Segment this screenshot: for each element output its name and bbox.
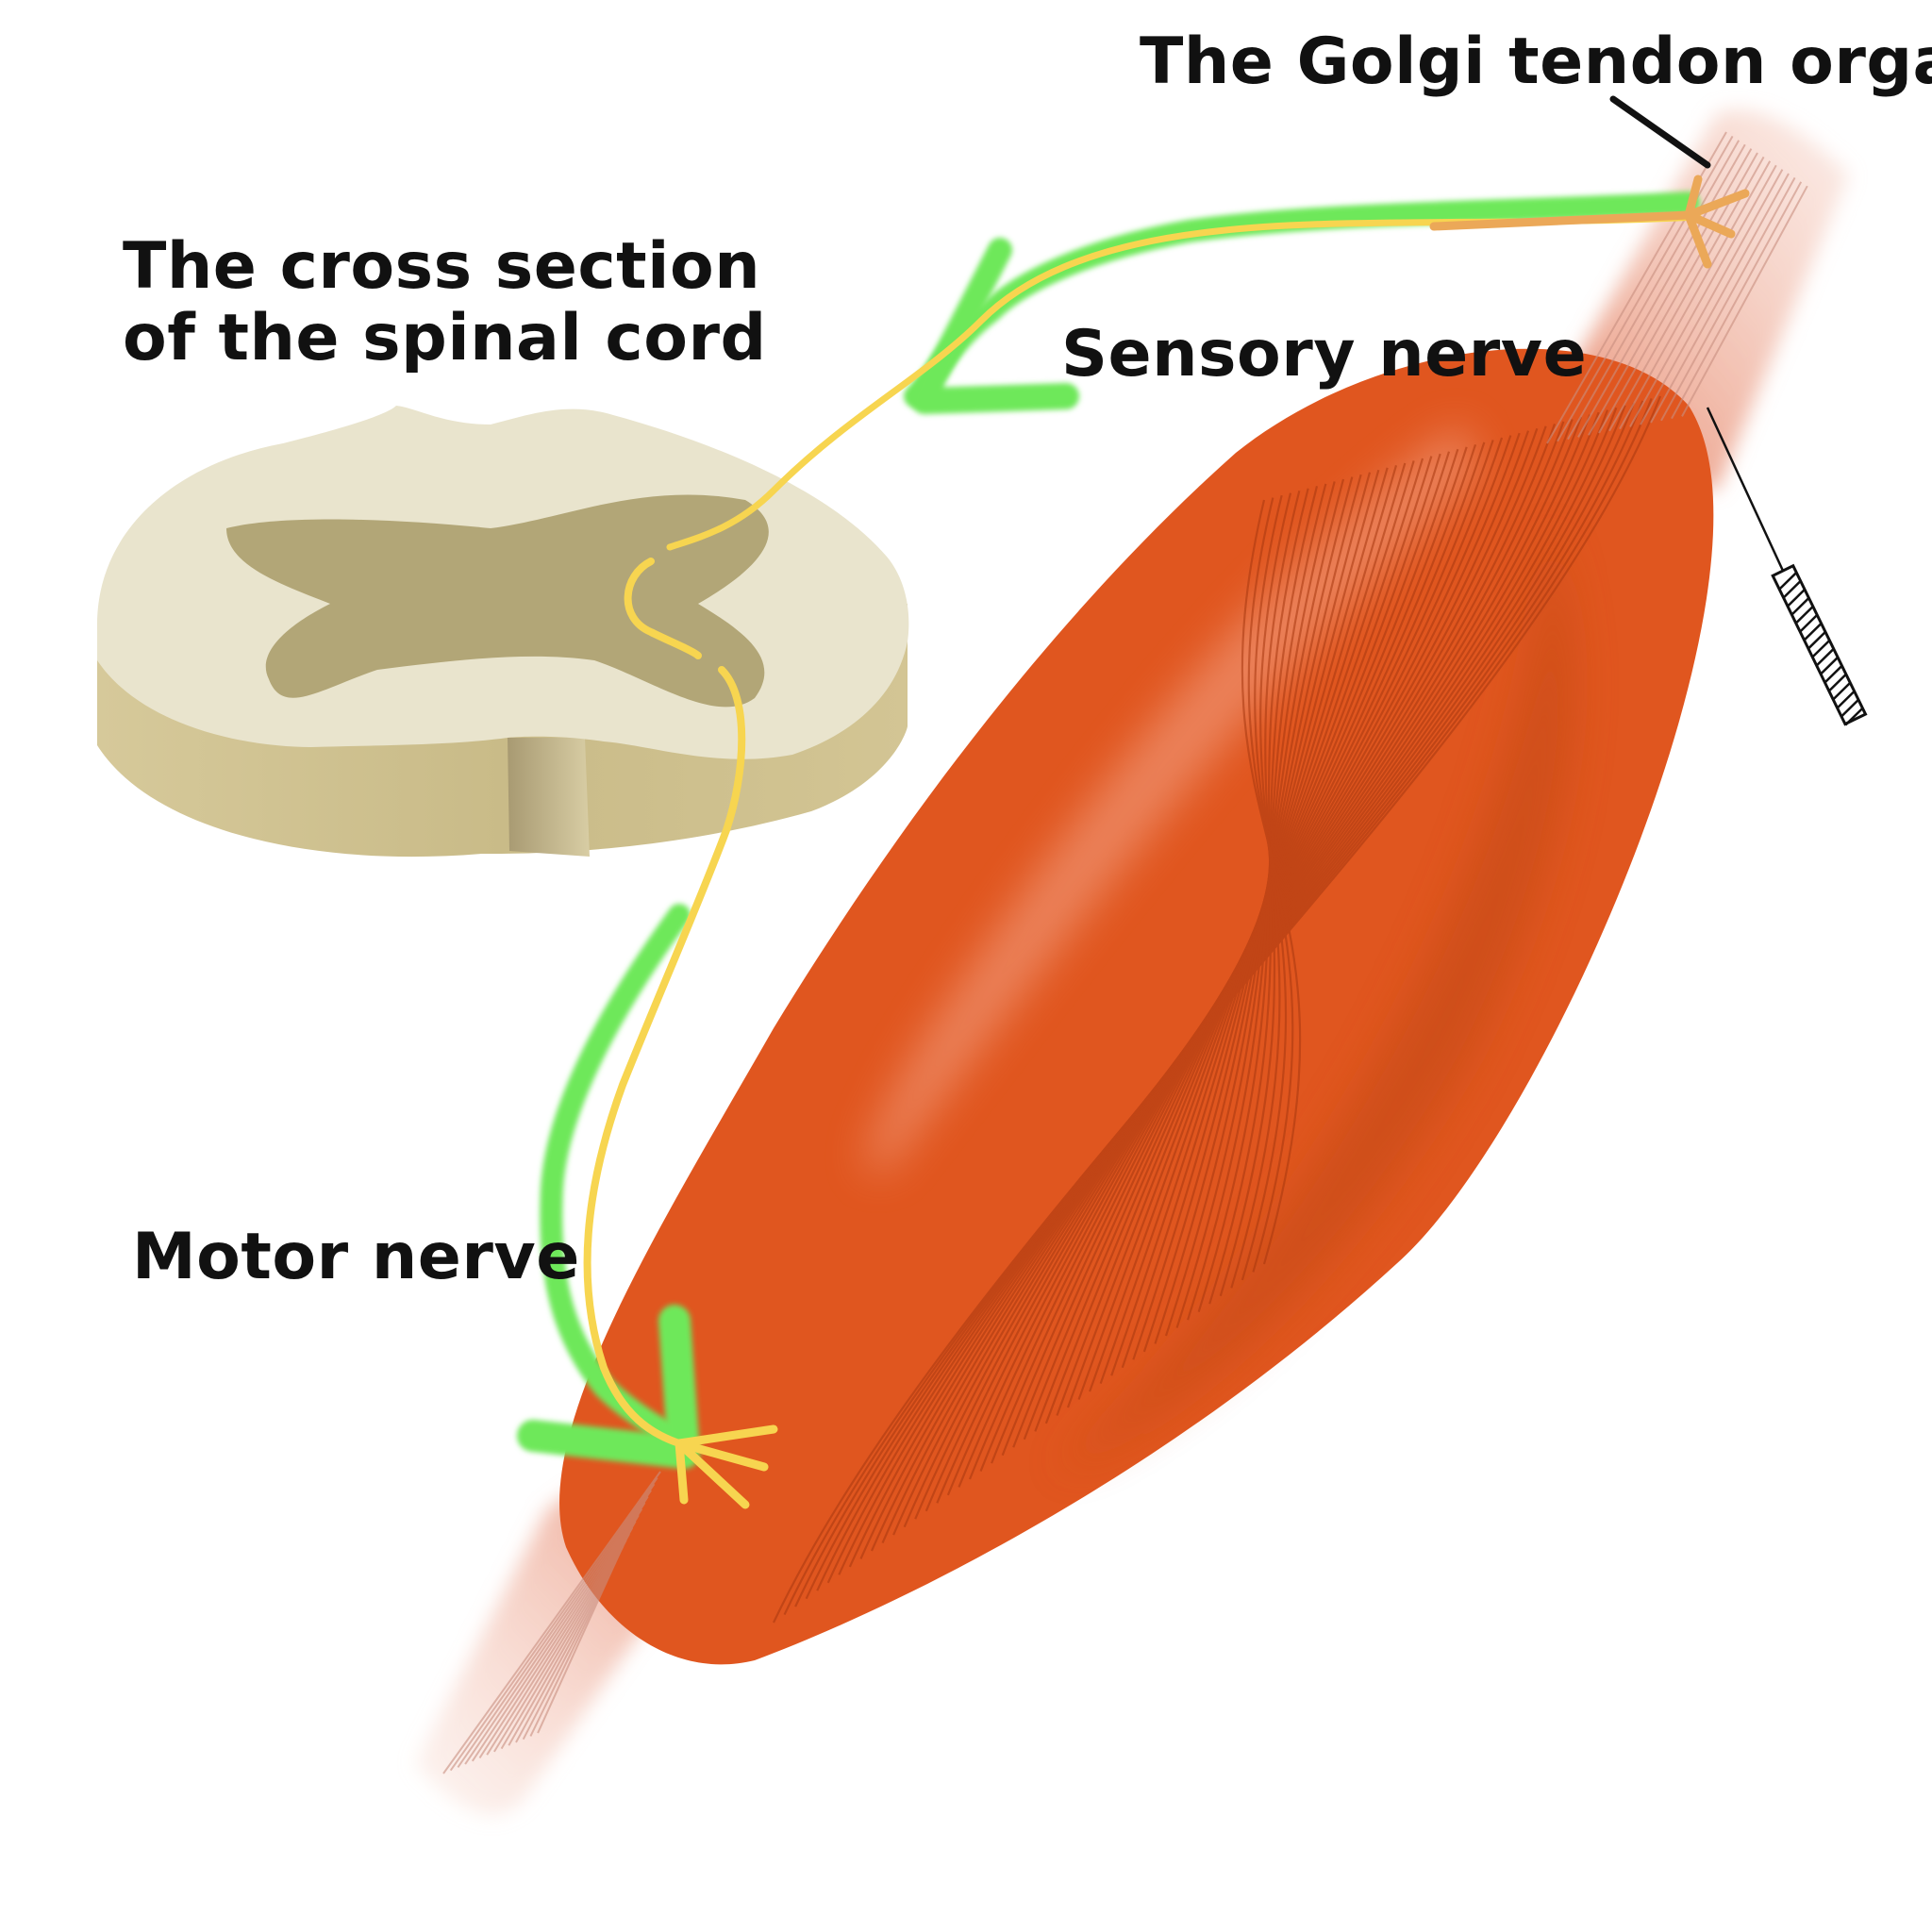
spinal-cord-notch (508, 738, 590, 857)
label-motor-nerve: Motor nerve (132, 1220, 580, 1294)
grey-matter (226, 494, 769, 708)
label-spinal-cord: The cross section of the spinal cord (123, 229, 767, 376)
syringe-icon (1706, 407, 1868, 726)
golgi-pointer-line (1609, 95, 1711, 169)
muscle-shadow (1057, 528, 1574, 1472)
muscle-highlight (867, 425, 1481, 1174)
label-golgi-tendon-organ: The Golgi tendon organ (1140, 25, 1932, 99)
label-spinal-cord-line2: of the spinal cord (123, 301, 767, 376)
cord-fiber (624, 558, 702, 659)
label-sensory-nerve: Sensory nerve (1061, 317, 1588, 391)
golgi-receptor-icon (1429, 175, 1750, 269)
muscle-belly (559, 348, 1714, 1665)
skeletal-muscle (415, 109, 1849, 1815)
nerve-pathway (517, 175, 1750, 1509)
spinal-cord-cross-section (96, 406, 909, 858)
muscle-fibers (773, 395, 1662, 1624)
sensory-arrowhead-icon (911, 238, 1079, 414)
motor-arrowhead-icon (517, 1305, 700, 1469)
motor-nerve-fiber (583, 666, 746, 1447)
motor-endplate-icon (675, 1424, 778, 1509)
label-spinal-cord-line1: The cross section (123, 229, 761, 304)
sensory-nerve-fiber (666, 213, 1702, 551)
